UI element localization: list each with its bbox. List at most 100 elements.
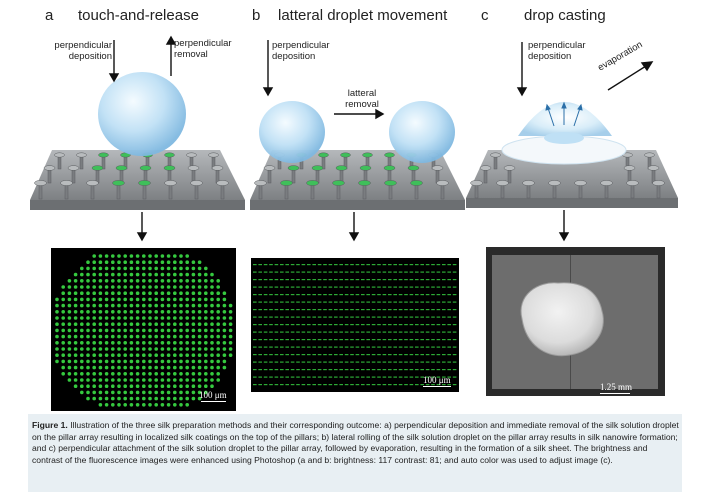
fluorescent-dot — [166, 396, 171, 401]
nanowire-segment — [296, 294, 300, 296]
nanowire-segment — [415, 264, 419, 266]
fluorescent-dot — [160, 316, 165, 320]
fluorescent-dot — [166, 316, 171, 320]
fluorescent-dot — [111, 365, 115, 370]
nanowire-segment — [425, 286, 430, 288]
nanowire-segment — [420, 369, 424, 371]
fluorescent-dot — [123, 254, 127, 258]
nanowire-segment — [377, 294, 381, 296]
fluorescent-dot — [197, 328, 202, 333]
nanowire-segment — [452, 309, 457, 311]
nanowire-segment — [436, 369, 441, 371]
nanowire-segment — [436, 331, 441, 333]
fluorescent-dot — [185, 254, 189, 258]
nanowire-segment — [285, 354, 289, 356]
nanowire-segment — [317, 279, 322, 281]
fluorescent-dot — [61, 297, 65, 302]
nanowire-segment — [361, 331, 365, 333]
fluorescent-dot — [148, 341, 152, 345]
fluorescent-dot — [204, 384, 208, 388]
fluorescent-dot — [204, 303, 208, 308]
nanowire-segment — [312, 301, 316, 303]
nanowire-segment — [452, 384, 457, 386]
fluorescent-dot — [135, 378, 140, 382]
nanowire-segment — [447, 331, 451, 333]
fluorescent-dot — [154, 403, 158, 407]
nanowire-segment — [301, 369, 306, 371]
nanowire-segment — [398, 271, 403, 273]
fluorescent-dot — [123, 396, 127, 401]
fluorescent-dot — [216, 322, 220, 326]
fluorescent-dot — [160, 328, 165, 333]
fluorescent-dot — [142, 403, 146, 407]
fluorescent-dot — [210, 347, 214, 351]
fluorescent-dot — [55, 334, 59, 339]
nanowire-segment — [253, 339, 257, 341]
figure-caption: Figure 1. Illustration of the three silk… — [32, 420, 680, 466]
fluorescent-dot — [123, 303, 127, 308]
fluorescent-dot — [92, 266, 96, 271]
nanowire-segment — [442, 369, 446, 371]
panel-c-letter: c — [481, 7, 489, 24]
fluorescent-dot — [154, 266, 158, 271]
fluorescent-dot — [191, 341, 196, 345]
nanowire-segment — [415, 324, 419, 326]
fluorescent-dot — [228, 328, 233, 333]
nanowire-segment — [328, 346, 333, 348]
fluorescent-dot — [204, 266, 208, 271]
nanowire-segment — [452, 376, 457, 378]
nanowire-segment — [269, 384, 273, 386]
nanowire-segment — [425, 316, 430, 318]
nanowire-segment — [361, 286, 365, 288]
nanowire-segment — [290, 369, 295, 371]
nanowire-segment — [253, 271, 257, 273]
fluorescent-dot — [80, 334, 84, 339]
fluorescent-dot — [228, 353, 233, 357]
nanowire-segment — [274, 279, 279, 281]
nanowire-segment — [415, 301, 419, 303]
fluorescent-dot — [154, 396, 158, 401]
fluorescent-dot — [154, 378, 158, 382]
nanowire-segment — [420, 286, 424, 288]
nanowire-segment — [339, 376, 343, 378]
nanowire-segment — [447, 309, 451, 311]
fluorescent-dot — [86, 384, 90, 388]
fluorescent-dot — [98, 347, 103, 351]
fluorescent-dot — [104, 316, 109, 320]
fluorescent-dot — [73, 310, 78, 314]
nanowire-segment — [409, 369, 414, 371]
nanowire-segment — [301, 286, 306, 288]
fluorescent-dot — [204, 390, 208, 395]
nanowire-segment — [442, 324, 446, 326]
nanowire-segment — [274, 369, 279, 371]
fluorescent-dot — [135, 316, 140, 320]
nanowire-segment — [393, 346, 397, 348]
nanowire-segment — [280, 369, 284, 371]
fluorescent-dot — [191, 322, 196, 326]
nanowire-segment — [431, 264, 435, 266]
nanowire-segment — [447, 376, 451, 378]
nanowire-segment — [371, 346, 376, 348]
nanowire-segment — [274, 301, 279, 303]
nanowire-segment — [393, 384, 397, 386]
nanowire-segment — [436, 264, 441, 266]
nanowire-segment — [355, 354, 360, 356]
nanowire-segment — [366, 354, 370, 356]
fluorescent-dot — [98, 303, 103, 308]
nanowire-segment — [420, 301, 424, 303]
fluorescent-dot — [197, 365, 202, 370]
fluorescent-dot — [92, 341, 96, 345]
fluorescent-dot — [111, 322, 115, 326]
fluorescent-dot — [123, 403, 127, 407]
nanowire-segment — [361, 361, 365, 363]
fluorescent-dot — [216, 334, 220, 339]
fluorescent-dot — [61, 353, 65, 357]
nanowire-segment — [442, 286, 446, 288]
fluorescent-dot — [129, 384, 134, 388]
nanowire-segment — [323, 301, 327, 303]
nanowire-segment — [339, 316, 343, 318]
caption-label: Figure 1. — [32, 420, 68, 430]
fluorescent-dot — [73, 384, 78, 388]
fluorescent-dot — [204, 310, 208, 314]
fluorescent-dot — [92, 291, 96, 295]
